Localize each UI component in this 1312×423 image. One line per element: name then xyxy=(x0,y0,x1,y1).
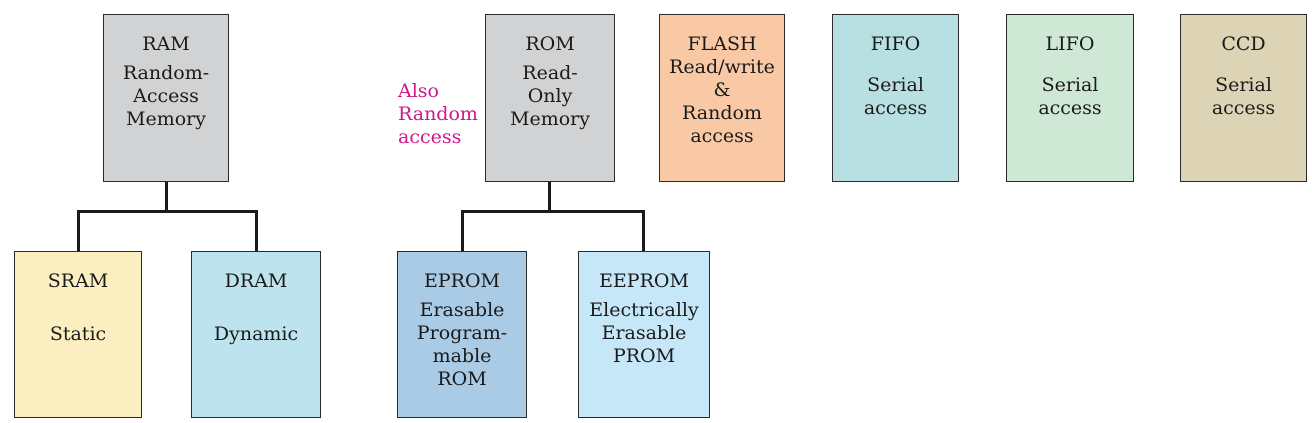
lifo-description: Serial access xyxy=(1038,74,1102,119)
eprom-title: EPROM xyxy=(424,270,500,292)
flash-box: FLASH Read/write & Random access xyxy=(659,14,785,182)
flash-description: Read/write & Random access xyxy=(669,56,775,147)
rom-connector-bar xyxy=(461,210,645,213)
eeprom-box: EEPROM Electrically Erasable PROM xyxy=(578,251,710,418)
eeprom-title: EEPROM xyxy=(599,270,689,292)
dram-box: DRAM Dynamic xyxy=(191,251,321,418)
ram-connector-left-drop xyxy=(77,210,80,251)
flash-title: FLASH xyxy=(687,33,757,55)
ccd-title: CCD xyxy=(1221,33,1266,55)
eprom-description: Erasable Program- mable ROM xyxy=(416,299,508,390)
ram-box: RAM Random- Access Memory xyxy=(103,14,229,182)
ram-connector-right-drop xyxy=(255,210,258,251)
sram-description: Static xyxy=(49,323,107,345)
rom-connector-stem xyxy=(548,182,551,212)
rom-box: ROM Read- Only Memory xyxy=(485,14,615,182)
rom-description: Read- Only Memory xyxy=(510,62,590,130)
rom-title: ROM xyxy=(525,33,575,55)
sram-title: SRAM xyxy=(47,270,109,292)
ram-title: RAM xyxy=(142,33,190,55)
ram-connector-bar xyxy=(77,210,258,213)
rom-connector-left-drop xyxy=(461,210,464,251)
lifo-title: LIFO xyxy=(1045,33,1095,55)
fifo-box: FIFO Serial access xyxy=(832,14,959,182)
ram-description: Random- Access Memory xyxy=(122,62,210,130)
fifo-description: Serial access xyxy=(863,74,928,119)
eeprom-description: Electrically Erasable PROM xyxy=(589,299,699,367)
sram-box: SRAM Static xyxy=(14,251,142,418)
dram-description: Dynamic xyxy=(213,323,299,345)
rom-connector-right-drop xyxy=(642,210,645,251)
ccd-box: CCD Serial access xyxy=(1180,14,1307,182)
ccd-description: Serial access xyxy=(1211,74,1276,119)
ram-connector-stem xyxy=(165,182,168,212)
eprom-box: EPROM Erasable Program- mable ROM xyxy=(397,251,527,418)
fifo-title: FIFO xyxy=(870,33,921,55)
dram-title: DRAM xyxy=(224,270,288,292)
random-access-note: Also Random access xyxy=(398,80,478,148)
lifo-box: LIFO Serial access xyxy=(1006,14,1134,182)
